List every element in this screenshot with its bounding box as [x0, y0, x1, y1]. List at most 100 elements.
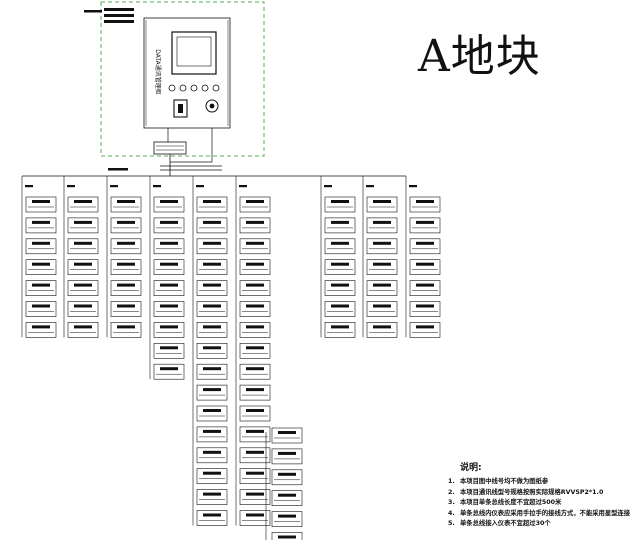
meter-box — [25, 217, 57, 234]
meter-box — [25, 301, 57, 317]
cabinet-knob-center — [209, 103, 215, 109]
indicator-light — [190, 84, 198, 92]
meter-box — [271, 490, 303, 507]
meter-box-label — [203, 492, 221, 496]
meter-box — [110, 238, 142, 255]
meter-box — [25, 259, 57, 276]
panel-dashed-frame — [100, 1, 265, 157]
meter-box-label — [160, 262, 178, 266]
meter-box-label — [203, 367, 221, 371]
meter-box-label — [331, 241, 349, 245]
meter-box — [239, 280, 271, 296]
meter-box — [25, 238, 57, 255]
bus-tag — [196, 185, 204, 188]
meter-box — [196, 238, 228, 255]
bus-tag — [409, 185, 417, 188]
meter-box-label — [160, 367, 178, 371]
meter-box-label — [246, 471, 264, 475]
meter-box — [366, 238, 398, 255]
note-text: 单条总线接入仪表不宜超过30个 — [460, 520, 551, 527]
meter-box — [153, 217, 185, 234]
meter-box-label — [160, 220, 178, 224]
meter-box — [196, 196, 228, 213]
meter-box-label — [416, 241, 434, 245]
meter-box-label — [278, 472, 296, 476]
indicator-light — [212, 84, 220, 92]
meter-box — [25, 196, 57, 213]
meter-box-label — [331, 200, 349, 203]
meter-box — [409, 280, 441, 296]
meter-box — [153, 259, 185, 276]
meter-box-label — [416, 220, 434, 224]
meter-box-label — [278, 493, 296, 497]
meter-box — [153, 363, 185, 380]
meter-box-label — [160, 304, 178, 308]
meter-box-label — [74, 200, 92, 203]
note-item: 2.本项目通讯线型号规格按照实际规格RVVSP2*1.0 — [448, 488, 638, 499]
meter-box-label — [203, 241, 221, 245]
meter-box — [196, 405, 228, 422]
meter-box-label — [32, 283, 50, 287]
meter-box-label — [32, 325, 50, 329]
meter-box-label — [160, 283, 178, 287]
meter-box-label — [246, 241, 264, 245]
meter-box — [366, 217, 398, 234]
meter-box — [366, 280, 398, 296]
meter-box-label — [246, 304, 264, 308]
page-title: A地块 — [418, 31, 541, 82]
meter-box-label — [203, 304, 221, 308]
meter-box-label — [373, 241, 391, 245]
meter-box-label — [373, 200, 391, 203]
note-number: 1. — [448, 478, 455, 485]
note-text: 本项目通讯线型号规格按照实际规格RVVSP2*1.0 — [460, 488, 604, 496]
bus-tag — [67, 185, 75, 188]
cabinet-knob — [205, 99, 219, 113]
meter-box — [196, 259, 228, 276]
meter-box-label — [246, 283, 264, 287]
meter-box-label — [416, 325, 434, 329]
meter-box — [196, 426, 228, 443]
meter-box — [324, 196, 356, 213]
meter-box-label — [32, 220, 50, 224]
meter-box-label — [203, 220, 221, 224]
meter-box-label — [117, 262, 135, 266]
meter-box-label — [331, 220, 349, 224]
meter-box-label — [32, 241, 50, 245]
meter-box — [324, 280, 356, 296]
meter-box-label — [246, 450, 264, 454]
meter-box — [239, 447, 271, 464]
meter-box — [196, 447, 228, 464]
meter-box — [324, 217, 356, 234]
meter-box — [67, 280, 99, 296]
bus-tag — [366, 185, 374, 188]
meter-box — [239, 322, 271, 338]
meter-box-label — [203, 471, 221, 475]
meter-box-label — [117, 304, 135, 308]
meter-box-label — [117, 220, 135, 224]
meter-box — [67, 301, 99, 317]
meter-box-label — [203, 513, 221, 517]
meter-box-label — [74, 220, 92, 224]
cabinet-screen-inner — [176, 36, 212, 67]
note-item: 5.单条总线接入仪表不宜超过30个 — [448, 519, 638, 530]
note-text: 单条总线内仪表应采用手拉手的接线方式，不能采用星型连接 — [460, 509, 631, 517]
meter-box — [196, 384, 228, 401]
meter-box-label — [32, 262, 50, 266]
meter-box-label — [117, 283, 135, 287]
meter-box-label — [160, 200, 178, 203]
meter-box — [25, 322, 57, 338]
meter-box-label — [331, 325, 349, 329]
meter-box-label — [246, 409, 264, 412]
marker-bar — [104, 14, 134, 17]
meter-box — [196, 510, 228, 526]
bus-tag — [324, 185, 332, 188]
meter-box — [239, 196, 271, 213]
meter-box — [324, 301, 356, 317]
meter-box — [153, 196, 185, 213]
notes-block: 说明: 1.本项目图中线号均不做为图纸参 2.本项目通讯线型号规格按照实际规格R… — [448, 460, 638, 530]
meter-box-label — [32, 304, 50, 308]
meter-box-label — [203, 450, 221, 454]
meter-box — [196, 217, 228, 234]
meter-box — [196, 342, 228, 359]
meter-box-label — [203, 283, 221, 287]
